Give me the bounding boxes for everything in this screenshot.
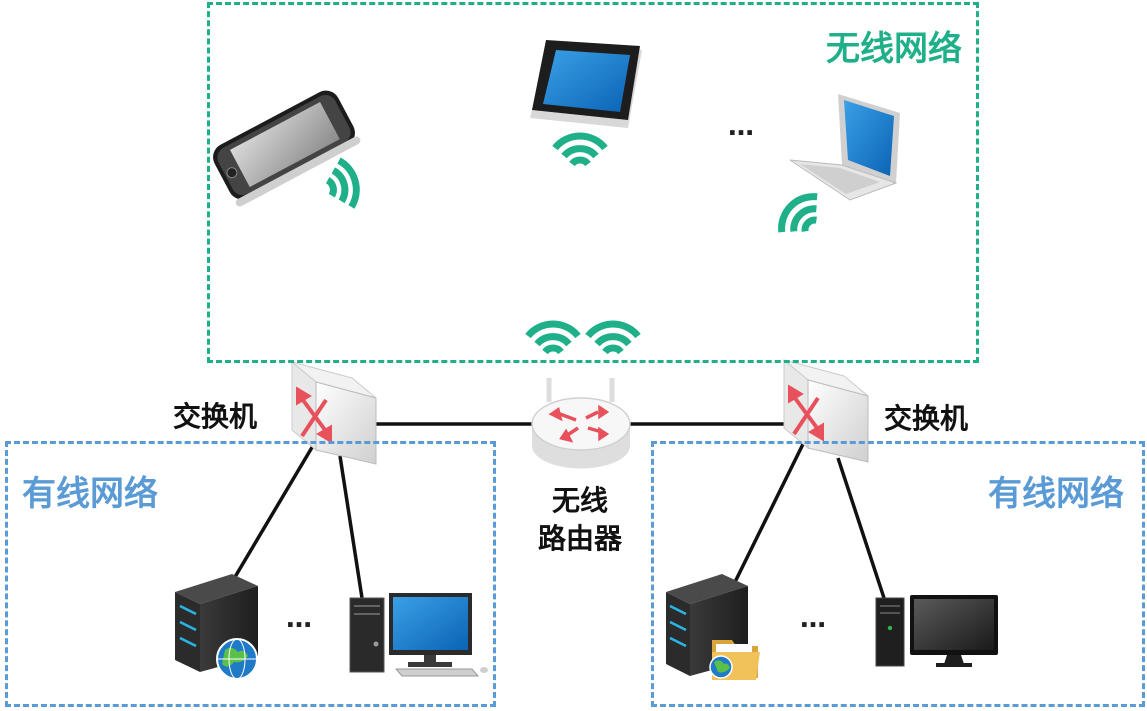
router-icon <box>531 378 631 469</box>
monitor-icon <box>910 595 998 667</box>
link-switch-right-server <box>733 437 808 583</box>
wifi-signal-icon <box>325 132 818 355</box>
desktop-pc-icon <box>875 597 905 667</box>
wired-network-title-right: 有线网络 <box>988 474 1124 514</box>
desktop-pc-icon <box>349 597 385 673</box>
wireless-network-region: 无线网络 <box>207 2 979 363</box>
ellipsis-wired-left: … <box>286 604 314 634</box>
switch-label-left: 交换机 <box>173 400 258 433</box>
link-switch-left-server <box>230 443 316 583</box>
globe-icon <box>709 655 733 679</box>
links <box>230 422 886 599</box>
wired-network-title-left: 有线网络 <box>22 474 158 514</box>
monitor-icon <box>389 593 472 667</box>
wired-network-region-right: 有线网络 <box>651 441 1145 707</box>
globe-icon <box>216 638 258 680</box>
smartphone-icon <box>213 90 361 207</box>
laptop-icon <box>789 94 900 201</box>
tablet-icon <box>530 40 642 128</box>
link-switch-right-pc <box>836 457 886 599</box>
wireless-network-title: 无线网络 <box>826 29 962 69</box>
keyboard-icon <box>394 667 488 677</box>
link-switch-left-pc <box>338 455 364 599</box>
ellipsis-wireless: … <box>728 112 756 142</box>
wired-network-region-left: 有线网络 <box>5 441 496 707</box>
switch-label-right: 交换机 <box>884 402 969 435</box>
router-label-line2: 路由器 <box>537 522 622 555</box>
router-label: 无线 路由器 <box>520 482 640 558</box>
ellipsis-wired-right: … <box>800 604 828 634</box>
router-label-line1: 无线 <box>551 484 608 517</box>
